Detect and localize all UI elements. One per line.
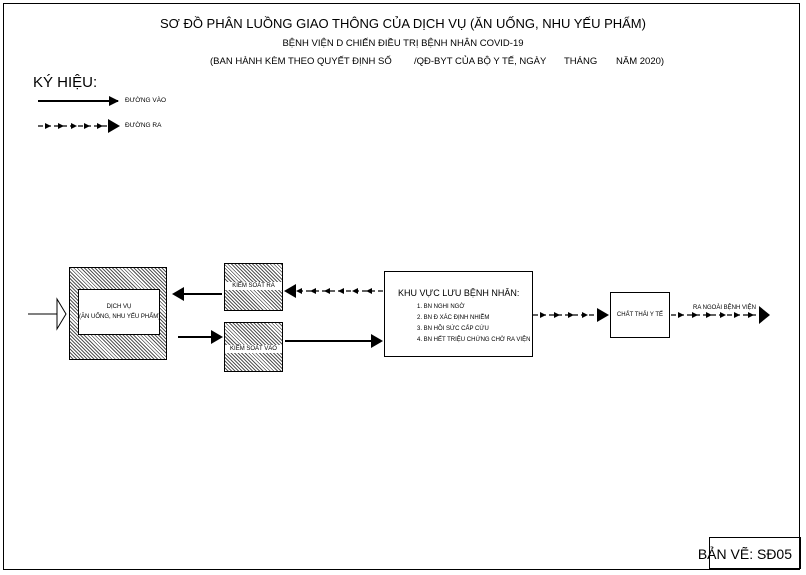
legend-out-label: ĐƯỜNG RA [125,122,162,129]
service-label: DỊCH VỤ [106,304,132,310]
service-inner: DỊCH VỤ (ĂN UỐNG, NHU YẾU PHẨM) [78,289,160,335]
legend-title: KÝ HIỆU: [33,74,98,91]
decree-prefix: (BAN HÀNH KÈM THEO QUYẾT ĐỊNH SỐ [210,56,392,67]
check-out-label: KIỂM SOÁT RA [225,282,282,290]
arrow-patient-to-waste [533,308,609,322]
sheet-number-label: BẢN VẼ: SĐ05 [697,546,792,562]
sheet-number-box: BẢN VẼ: SĐ05 [698,537,801,569]
entry-arrow [28,297,67,331]
legend-dashed-arrow [38,119,120,133]
exit-label: RA NGOÀI BỆNH VIỆN [693,305,757,311]
patient-item: 2. BN Đ XÁC ĐỊNH NHIỄM [417,315,490,321]
decree-year: NĂM 2020) [616,56,665,67]
check-in-node: KIỂM SOÁT VÀO [224,322,283,372]
medical-waste-label: CHẤT THẢI Y TẾ [616,312,664,318]
drawing-frame [3,3,800,570]
service-sublabel: (ĂN UỐNG, NHU YẾU PHẨM) [79,314,161,320]
arrow-checkout-to-service [172,287,222,301]
decree-month: THÁNG [564,56,598,67]
patient-area-title: KHU VỰC LƯU BỆNH NHÂN: [398,288,520,298]
service-node: DỊCH VỤ (ĂN UỐNG, NHU YẾU PHẨM) [69,267,167,360]
check-out-node: KIỂM SOÁT RA [224,263,283,311]
medical-waste-node: CHẤT THẢI Y TẾ [610,292,670,338]
hospital-subtitle: BỆNH VIỆN D CHIẾN ĐIỀU TRỊ BỆNH NHÂN COV… [282,38,524,49]
decree-middle: /QĐ-BYT CỦA BỘ Y TẾ, NGÀY [414,56,547,67]
arrow-checkin-to-patient [285,334,383,348]
patient-item: 1. BN NGHI NGỜ [417,304,465,310]
patient-item: 3. BN HỒI SỨC CẤP CỨU [417,326,489,332]
arrow-waste-to-exit [671,306,770,324]
diagram-title: SƠ ĐỒ PHÂN LUỒNG GIAO THÔNG CỦA DỊCH VỤ … [160,16,646,31]
patient-item: 4. BN HẾT TRIỆU CHỨNG CHỜ RA VIỆN [417,337,531,343]
check-in-label: KIỂM SOÁT VÀO [225,345,282,353]
arrow-service-to-checkin [178,330,223,344]
legend-in-label: ĐƯỜNG VÀO [125,97,167,104]
patient-area-node: KHU VỰC LƯU BỆNH NHÂN: 1. BN NGHI NGỜ 2.… [384,271,533,357]
arrow-patient-to-checkout [284,284,383,298]
